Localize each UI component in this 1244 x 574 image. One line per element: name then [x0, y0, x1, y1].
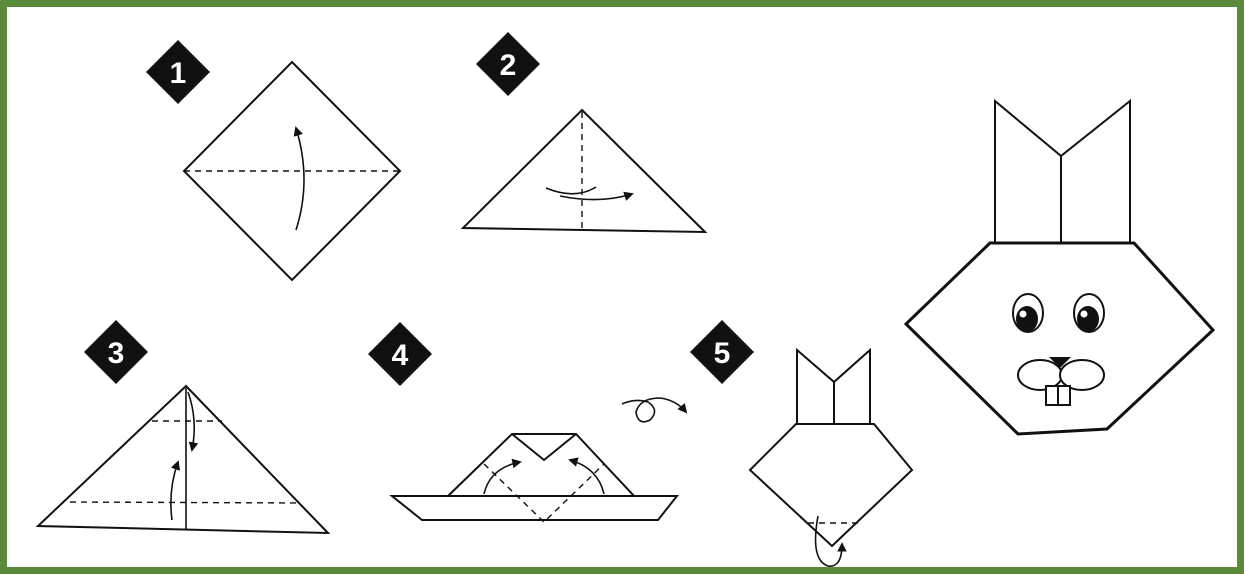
bunny-left-tooth	[1046, 386, 1058, 405]
step-5: 5	[690, 320, 912, 566]
step-4-turn-over-arrow	[622, 398, 686, 422]
step-4-number: 4	[392, 339, 409, 372]
bunny-left-ear	[995, 101, 1061, 245]
step-4-base-strip	[392, 496, 677, 520]
step-2-number: 2	[500, 49, 517, 82]
step-5-badge: 5	[690, 320, 754, 384]
step-4: 4	[368, 322, 686, 522]
step-3-triangle-paper	[38, 386, 328, 533]
step-1-number: 1	[170, 57, 187, 90]
step-2-badge: 2	[476, 32, 540, 96]
step-5-head	[750, 424, 912, 546]
step-4-folded-top	[448, 434, 634, 496]
finished-bunny	[906, 101, 1213, 434]
step-3-number: 3	[108, 337, 125, 370]
bunny-left-eye	[1013, 294, 1043, 332]
step-3-badge: 3	[84, 320, 148, 384]
bunny-right-ear	[1061, 101, 1130, 245]
bunny-right-eye	[1074, 294, 1104, 332]
step-2-triangle-paper	[463, 110, 705, 232]
step-2: 2	[463, 32, 705, 232]
step-5-right-ear	[834, 350, 870, 424]
step-1-badge: 1	[146, 40, 210, 104]
bunny-right-tooth	[1058, 386, 1070, 405]
step-5-left-ear	[797, 350, 834, 424]
step-5-number: 5	[714, 337, 731, 370]
step-3: 3	[38, 320, 328, 533]
step-4-badge: 4	[368, 322, 432, 386]
step-1-square-paper	[184, 62, 400, 280]
step-1: 1	[146, 40, 400, 280]
